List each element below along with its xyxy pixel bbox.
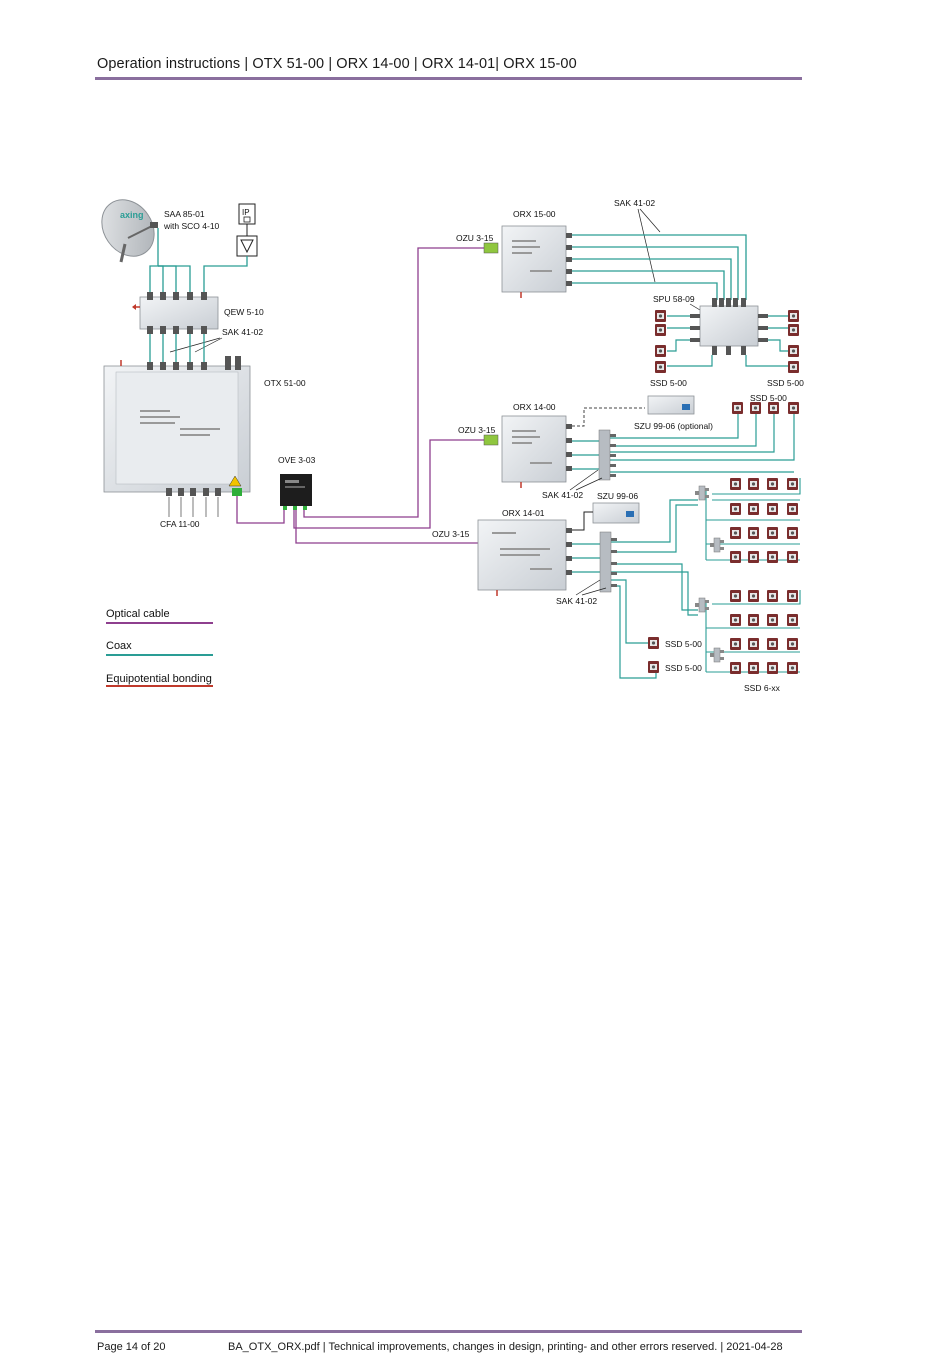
sak-mid-splitters [598, 429, 616, 481]
saa-label: SAA 85-01 [164, 209, 205, 219]
ssd-right-label: SSD 5-00 [767, 378, 804, 388]
footer-page-number: Page 14 of 20 [97, 1341, 166, 1353]
sak-top-right-label: SAK 41-02 [614, 198, 655, 208]
otx-label: OTX 51-00 [264, 378, 306, 388]
szu-label: SZU 99-06 [597, 491, 638, 501]
ssd-b-label: SSD 5-00 [665, 663, 702, 673]
ozu3-label: OZU 3-15 [432, 529, 470, 539]
orx15-label: ORX 15-00 [513, 209, 556, 219]
sak-top-left-label: SAK 41-02 [222, 327, 263, 337]
page-header-title: Operation instructions | OTX 51-00 | ORX… [97, 56, 577, 72]
footer-note: BA_OTX_ORX.pdf | Technical improvements,… [228, 1341, 783, 1353]
sak-mid-label: SAK 41-02 [542, 490, 583, 500]
legend-optical-label: Optical cable [106, 608, 170, 620]
satellite-dish-icon [101, 199, 158, 263]
legend-bonding-label: Equipotential bonding [106, 673, 212, 685]
ssd-top-label: SSD 5-00 [750, 393, 787, 403]
szu-optional-label: SZU 99-06 (optional) [634, 421, 713, 431]
cfa-label: CFA 11-00 [160, 519, 200, 529]
saa-sub-label: with SCO 4-10 [163, 221, 220, 231]
orx14-01-label: ORX 14-01 [502, 508, 545, 518]
brand-logo: axing [120, 210, 144, 220]
orx15-device-icon [501, 225, 572, 298]
szu-device-icon [592, 502, 640, 524]
ip-label: IP [242, 208, 250, 217]
qew-label: QEW 5-10 [224, 307, 264, 317]
ip-box-icon: IP [238, 203, 256, 225]
spu-device-icon [690, 298, 768, 355]
qew-device-icon [132, 292, 219, 334]
ssd-left-label: SSD 5-00 [650, 378, 687, 388]
ozu1-connector [483, 242, 499, 254]
legend: Optical cable Coax Equipotential bonding [106, 608, 213, 687]
szu-optional-device-icon [647, 395, 695, 415]
header-rule [95, 77, 802, 80]
otx-device-icon [103, 356, 251, 496]
legend-coax-label: Coax [106, 640, 132, 652]
ssd-sockets-bottom [648, 637, 659, 673]
orx14-01-device-icon [477, 519, 572, 596]
orx14-00-label: ORX 14-00 [513, 402, 556, 412]
ove-label: OVE 3-03 [278, 455, 316, 465]
sak-bottom-splitters [599, 531, 617, 593]
sak-bottom-label: SAK 41-02 [556, 596, 597, 606]
footer-rule [95, 1330, 802, 1333]
ozu2-connector [483, 434, 499, 446]
ozu1-label: OZU 3-15 [456, 233, 494, 243]
ozu2-label: OZU 3-15 [458, 425, 496, 435]
ssd-sockets-mid [732, 402, 799, 414]
ssd-a-label: SSD 5-00 [665, 639, 702, 649]
ssd6-splitters [694, 485, 725, 663]
spu-label: SPU 58-09 [653, 294, 695, 304]
amplifier-icon [236, 224, 258, 257]
ove-device-icon [280, 474, 312, 510]
ssd6-label: SSD 6-xx [744, 683, 781, 693]
orx14-00-device-icon [501, 415, 572, 488]
ssd6-socket-grid [730, 478, 798, 674]
